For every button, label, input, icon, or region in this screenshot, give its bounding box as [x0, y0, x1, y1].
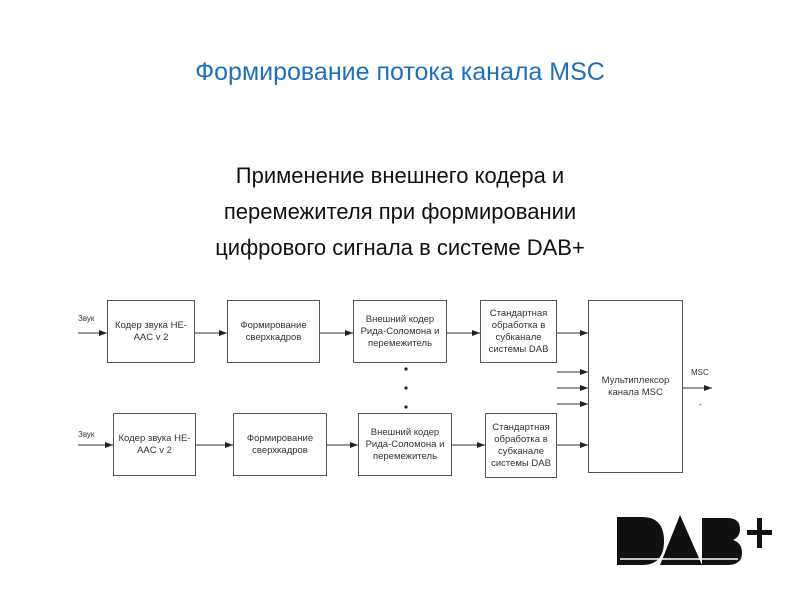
multiplexer-box: Мультиплексор канала MSC	[588, 300, 683, 473]
encoder-box: Кодер звука HE-AAC v 2	[113, 413, 196, 476]
ellipsis-dot	[404, 367, 408, 371]
encoder-box: Кодер звука HE-AAC v 2	[107, 300, 195, 363]
subtitle-line: перемежителя при формировании	[223, 199, 577, 224]
subtitle-line: цифрового сигнала в системе DAB+	[215, 235, 585, 260]
rs-coder-box: Внешний кодер Рида-Соломона и перемежите…	[353, 300, 447, 363]
ellipsis-dot	[404, 405, 408, 409]
output-label: MSC	[691, 368, 709, 377]
std-processing-box: Стандартная обработка в субканале систем…	[485, 413, 557, 478]
std-processing-box: Стандартная обработка в субканале систем…	[480, 300, 557, 363]
dab-plus-logo	[617, 515, 772, 565]
slide-subtitle: Применение внешнего кодера и перемежител…	[100, 158, 700, 266]
superframe-box: Формирование сверхкадров	[227, 300, 320, 363]
output-dash: -	[699, 400, 702, 409]
input-label: Звук	[78, 314, 95, 323]
superframe-box: Формирование сверхкадров	[233, 413, 327, 476]
rs-coder-box: Внешний кодер Рида-Соломона и перемежите…	[358, 413, 452, 476]
ellipsis-dot	[404, 386, 408, 390]
slide-title: Формирование потока канала MSC	[195, 58, 605, 86]
input-label: Звук	[78, 430, 95, 439]
subtitle-line: Применение внешнего кодера и	[235, 163, 565, 188]
